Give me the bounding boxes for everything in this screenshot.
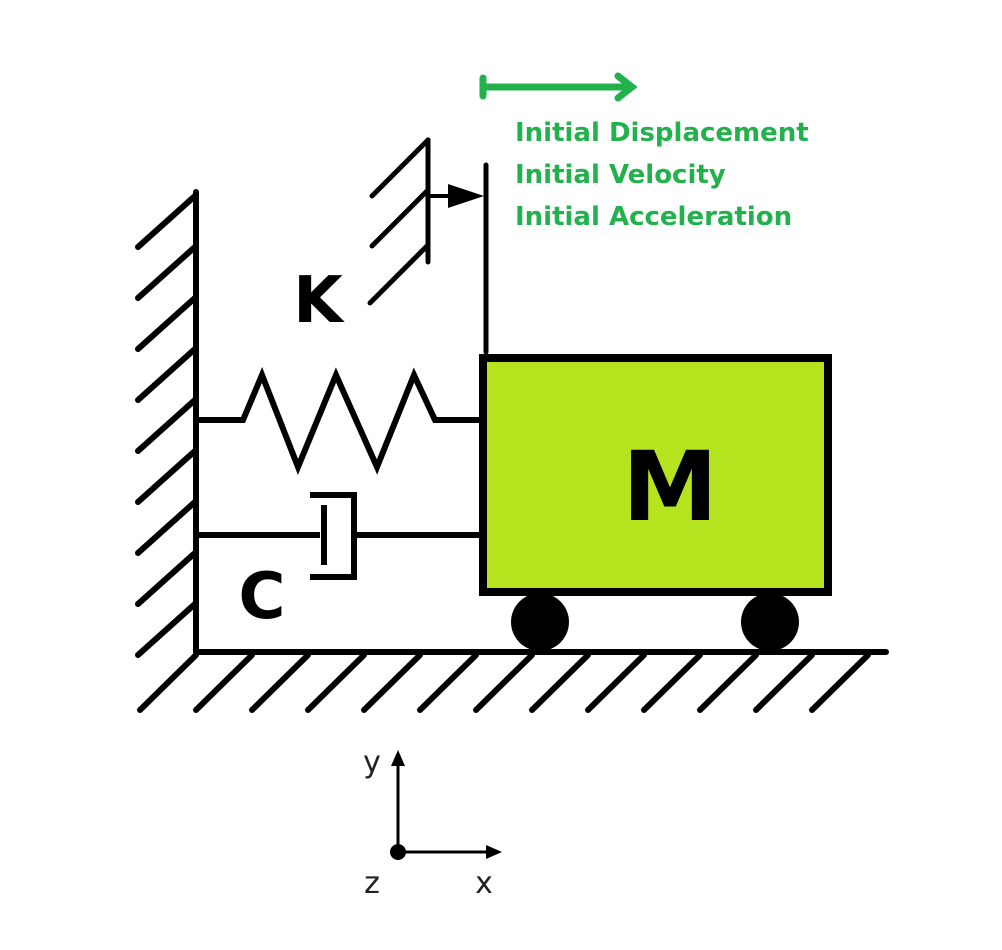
ground-hatch-line <box>305 652 367 713</box>
ground-hatch-line <box>193 652 255 713</box>
x-axis-arrowhead <box>486 845 502 859</box>
ground-hatch-line <box>249 652 311 713</box>
mass-label: M <box>622 431 718 543</box>
ground-hatch-line <box>361 652 423 713</box>
x-axis-label: x <box>475 866 493 901</box>
wall-hatch-line <box>135 192 199 250</box>
y-axis-label: y <box>363 745 381 780</box>
wall-hatch-line <box>135 549 199 607</box>
mass-block <box>479 354 832 596</box>
wall-hatch-line <box>135 447 199 505</box>
wall-hatch-line <box>135 600 199 658</box>
initial-velocity-label: Initial Velocity <box>515 160 726 190</box>
ground-hatch-line <box>137 652 199 713</box>
ground-hatch-line <box>585 652 647 713</box>
left-wall <box>135 189 199 658</box>
displacement-arrow <box>428 184 484 208</box>
coordinate-axes: y x z <box>363 745 502 901</box>
ground-hatching <box>137 652 871 713</box>
z-axis-label: z <box>364 866 380 901</box>
ground-hatch-line <box>753 652 815 713</box>
ground-hatch-line <box>473 652 535 713</box>
left-wheel <box>511 593 569 651</box>
wall-hatch-line <box>135 294 199 352</box>
damper <box>196 492 483 580</box>
displaced-position-marker <box>367 137 489 355</box>
initial-displacement-label: Initial Displacement <box>515 118 809 148</box>
wall-hatch-line <box>135 345 199 403</box>
stiffness-label: K <box>293 264 345 338</box>
initial-acceleration-label: Initial Acceleration <box>515 202 792 232</box>
z-axis-origin-dot <box>390 844 406 860</box>
wall-hatch-line <box>135 498 199 556</box>
wall-hatch-line <box>135 243 199 301</box>
ground <box>137 649 889 713</box>
initial-condition-arrow <box>479 72 638 102</box>
left-wall-hatching <box>135 192 199 658</box>
ground-hatch-line <box>641 652 703 713</box>
ground-hatch-line <box>809 652 871 713</box>
wall-hatch-line <box>135 396 199 454</box>
ground-hatch-line <box>529 652 591 713</box>
ground-hatch-line <box>417 652 479 713</box>
y-axis-arrowhead <box>391 750 405 766</box>
right-wheel <box>741 593 799 651</box>
damping-label: C <box>239 560 286 634</box>
ground-hatch-line <box>697 652 759 713</box>
spring <box>196 367 483 476</box>
